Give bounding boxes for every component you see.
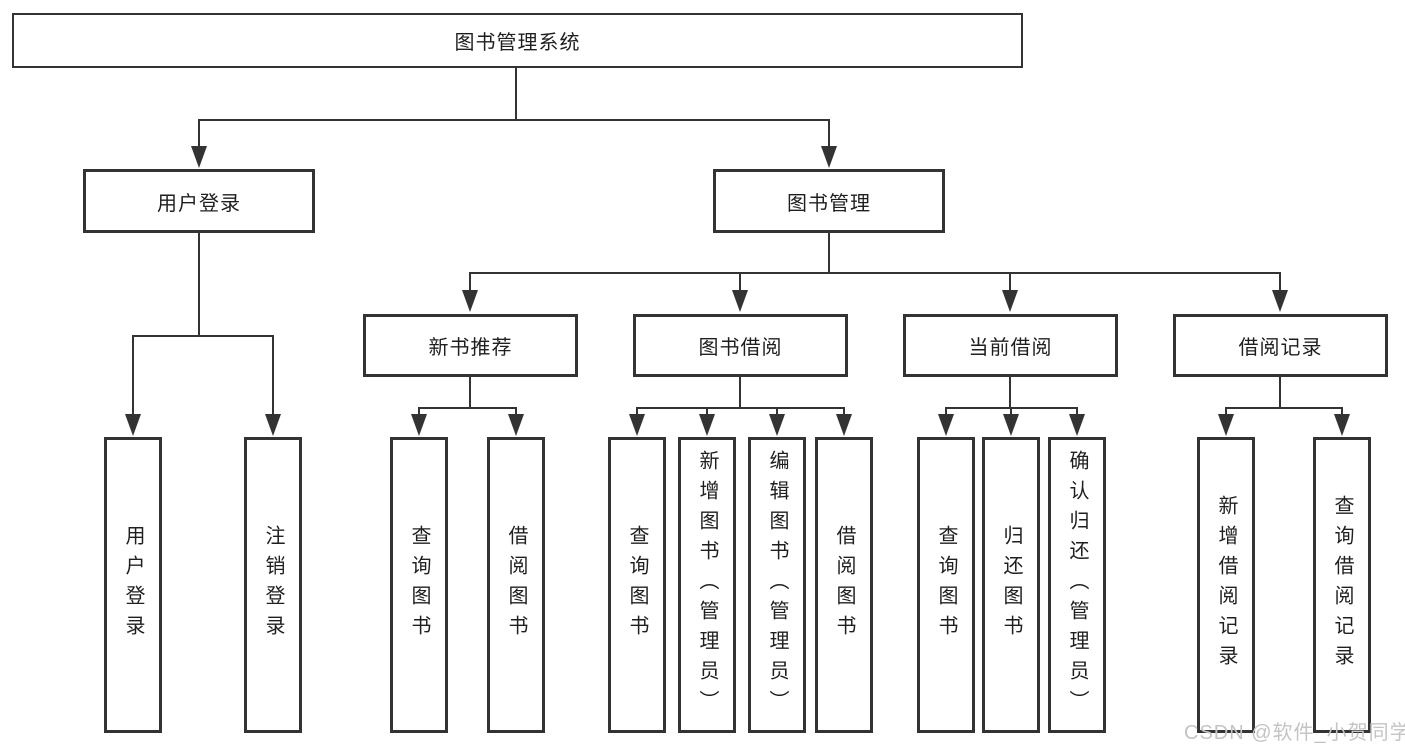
leaf-borrowing-add-book-admin-label: 新增图书（管理员） <box>696 450 718 720</box>
leaf-borrowing-borrow-books-label: 借阅图书 <box>833 525 855 645</box>
node-current-borrowing: 当前借阅 <box>903 314 1118 377</box>
node-library-system: 图书管理系统 <box>12 13 1023 68</box>
leaf-records-query-borrow-record-label: 查询借阅记录 <box>1331 495 1353 675</box>
leaf-records-add-borrow-record-label: 新增借阅记录 <box>1215 495 1237 675</box>
node-book-borrowing: 图书借阅 <box>633 314 848 377</box>
leaf-borrowing-query-books-label: 查询图书 <box>626 525 648 645</box>
leaf-borrowing-add-book-admin: 新增图书（管理员） <box>678 437 736 733</box>
node-library-system-label: 图书管理系统 <box>454 32 581 54</box>
node-book-management-label: 图书管理 <box>787 192 871 215</box>
node-new-book-recommendation-label: 新书推荐 <box>428 337 513 359</box>
arrowheads <box>125 146 1350 436</box>
node-user-login: 用户登录 <box>83 169 315 233</box>
leaf-records-query-borrow-record: 查询借阅记录 <box>1313 437 1371 733</box>
leaf-current-query-books: 查询图书 <box>917 437 975 733</box>
leaf-current-query-books-label: 查询图书 <box>935 525 957 645</box>
leaf-borrowing-query-books: 查询图书 <box>608 437 666 733</box>
leaf-newbook-query-books-label: 查询图书 <box>408 525 430 645</box>
leaf-newbook-borrow-books: 借阅图书 <box>487 437 545 733</box>
leaf-logout: 注销登录 <box>244 437 302 733</box>
node-borrowing-records-label: 借阅记录 <box>1238 337 1323 359</box>
node-borrowing-records: 借阅记录 <box>1173 314 1388 377</box>
node-current-borrowing-label: 当前借阅 <box>968 337 1053 359</box>
node-new-book-recommendation: 新书推荐 <box>363 314 578 377</box>
leaf-borrowing-edit-book-admin: 编辑图书（管理员） <box>748 437 806 733</box>
node-book-borrowing-label: 图书借阅 <box>698 337 783 359</box>
leaf-current-return-book: 归还图书 <box>982 437 1040 733</box>
leaf-logout-label: 注销登录 <box>262 525 284 645</box>
node-book-management: 图书管理 <box>713 169 945 233</box>
leaf-records-add-borrow-record: 新增借阅记录 <box>1197 437 1255 733</box>
csdn-watermark: CSDN @软件_小贺同学 <box>1184 722 1405 744</box>
leaf-newbook-borrow-books-label: 借阅图书 <box>505 525 527 645</box>
leaf-borrowing-edit-book-admin-label: 编辑图书（管理员） <box>766 450 788 720</box>
leaf-user-login-label: 用户登录 <box>122 525 144 645</box>
leaf-user-login: 用户登录 <box>104 437 162 733</box>
leaf-current-confirm-return-admin: 确认归还（管理员） <box>1048 437 1106 733</box>
leaf-current-confirm-return-admin-label: 确认归还（管理员） <box>1066 450 1088 720</box>
leaf-current-return-book-label: 归还图书 <box>1000 525 1022 645</box>
leaf-borrowing-borrow-books: 借阅图书 <box>815 437 873 733</box>
node-user-login-label: 用户登录 <box>157 192 241 215</box>
leaf-newbook-query-books: 查询图书 <box>390 437 448 733</box>
